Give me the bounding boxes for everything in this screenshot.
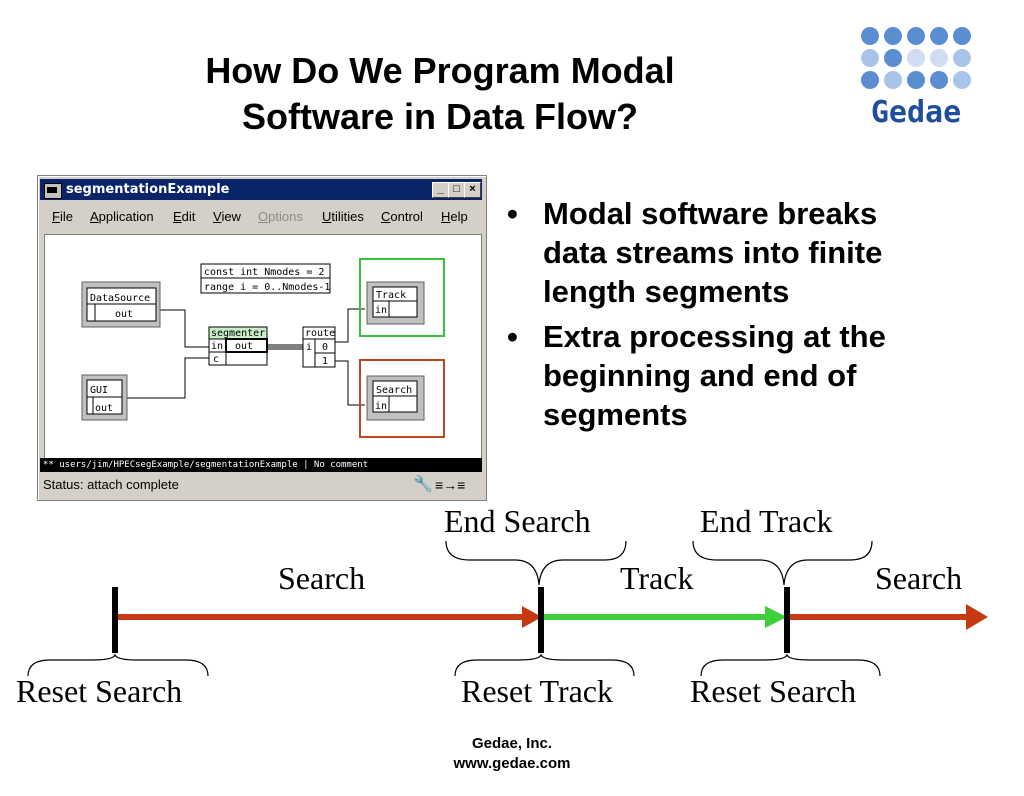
menu-bar: File Application Edit View Options Utili… [40, 204, 482, 228]
close-button[interactable]: × [464, 182, 481, 198]
menu-help[interactable]: Help [441, 209, 468, 224]
diagram-wires [127, 308, 365, 406]
track-box[interactable]: Track in [359, 258, 445, 337]
menu-options: Options [258, 209, 303, 224]
params-line-1: const int Nmodes = 2 [204, 267, 324, 278]
end-search-brace [445, 540, 627, 586]
label-reset-search-2: Reset Search [690, 673, 857, 709]
gedae-logo: Gedae [858, 24, 978, 134]
app-icon[interactable] [44, 183, 62, 199]
search-frame [359, 359, 445, 438]
label-reset-track: Reset Track [461, 673, 613, 709]
segmenter-port-out: out [235, 341, 253, 352]
status-bar: Status: attach complete 🔧 ≡→≡ [40, 475, 482, 495]
label-reset-search-1: Reset Search [16, 673, 183, 709]
end-track-brace [692, 540, 873, 586]
logo-dots [861, 27, 971, 89]
logo-text: Gedae [871, 95, 961, 130]
segmenter-label: segmenter [211, 328, 265, 339]
track-port: in [375, 305, 387, 316]
segmenter-port-c: c [213, 354, 219, 365]
label-end-search: End Search [444, 503, 591, 539]
search-arrowhead-1 [522, 606, 542, 628]
bullet-dot-icon: • [507, 319, 518, 354]
datasource-label: DataSource [90, 293, 150, 304]
search-port: in [375, 401, 387, 412]
bullet-item: • Extra processing at the beginning and … [507, 319, 886, 432]
gui-box[interactable]: GUI out [81, 374, 128, 421]
route-box[interactable]: route i 0 1 [302, 326, 336, 368]
params-line-2: range i = 0..Nmodes-1 [204, 282, 330, 293]
window-titlebar[interactable]: segmentationExample _ □ × [40, 179, 482, 200]
menu-file[interactable]: File [52, 209, 73, 224]
path-bar: ** users/jim/HPECsegExample/segmentation… [40, 458, 482, 472]
datasource-port: out [115, 309, 133, 320]
search-arrowhead-2 [966, 604, 988, 630]
segmenter-box[interactable]: segmenter in c out [208, 326, 268, 366]
title-line-2: Software in Data Flow? [241, 96, 639, 137]
bullet-list: • Modal software breaks data streams int… [505, 194, 1005, 440]
label-search-1: Search [278, 560, 366, 596]
track-label: Track [376, 290, 406, 301]
menu-edit[interactable]: Edit [173, 209, 196, 224]
bullet-dot-icon: • [507, 196, 518, 231]
status-text: Status: attach complete [43, 477, 179, 492]
minimize-button[interactable]: _ [432, 182, 449, 198]
search-label: Search [376, 385, 412, 396]
window-title: segmentationExample [66, 182, 230, 197]
footer-company: Gedae, Inc. [471, 735, 553, 752]
route-port-i: i [306, 342, 312, 353]
search-box[interactable]: Search in [359, 359, 445, 438]
label-end-track: End Track [700, 503, 833, 539]
diagram-canvas[interactable]: const int Nmodes = 2 range i = 0..Nmodes… [44, 234, 482, 460]
menu-control[interactable]: Control [381, 209, 423, 224]
gui-label: GUI [90, 385, 108, 396]
label-track: Track [620, 560, 694, 596]
params-box[interactable]: const int Nmodes = 2 range i = 0..Nmodes… [200, 263, 331, 294]
route-label: route [305, 328, 335, 339]
route-out-0: 0 [322, 342, 328, 353]
route-out-1: 1 [322, 356, 328, 367]
footer-url: www.gedae.com [453, 755, 571, 772]
title-line-1: How Do We Program Modal [205, 50, 675, 91]
label-search-2: Search [875, 560, 963, 596]
track-frame [359, 258, 445, 337]
datasource-box[interactable]: DataSource out [81, 281, 161, 328]
menu-application[interactable]: Application [90, 209, 154, 224]
wrench-icon[interactable]: 🔧 [413, 476, 433, 493]
app-window: segmentationExample _ □ × File Applicati… [37, 175, 487, 501]
menu-view[interactable]: View [213, 209, 241, 224]
gui-port: out [95, 403, 113, 414]
menu-utilities[interactable]: Utilities [322, 209, 364, 224]
run-arrows-icon[interactable]: ≡→≡ [435, 477, 466, 493]
track-arrowhead [765, 606, 787, 628]
dataflow-diagram[interactable]: const int Nmodes = 2 range i = 0..Nmodes… [45, 235, 481, 459]
segmenter-port-in: in [211, 341, 223, 352]
slide-footer: Gedae, Inc. www.gedae.com [412, 734, 612, 774]
slide-title: How Do We Program Modal Software in Data… [120, 48, 760, 140]
maximize-button[interactable]: □ [448, 182, 465, 198]
bullet-item: • Modal software breaks data streams int… [507, 196, 883, 309]
gedae-logo-graphic: Gedae [861, 27, 971, 130]
